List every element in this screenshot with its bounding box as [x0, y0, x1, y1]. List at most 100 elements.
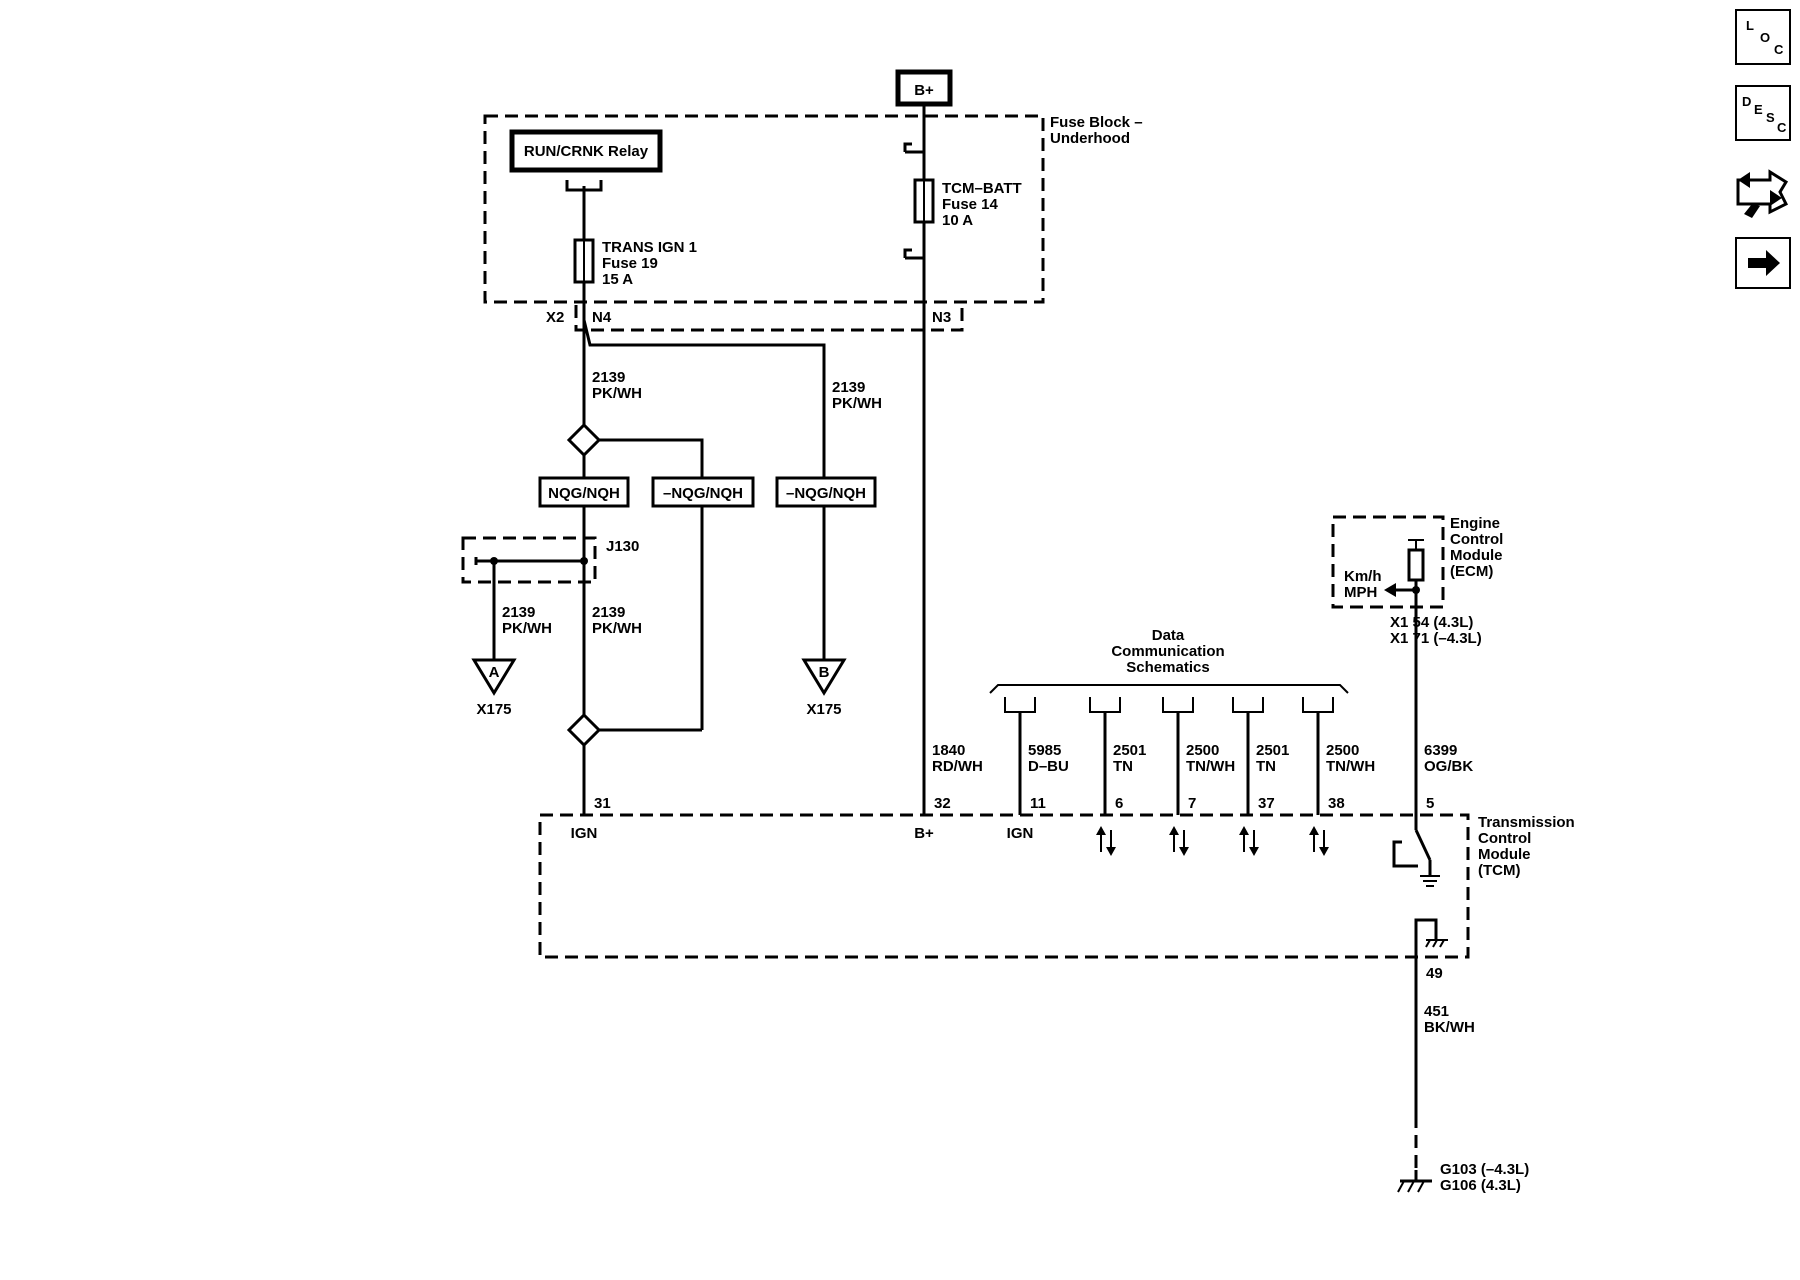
- data-comm-bracket: [989, 684, 1349, 694]
- wire-2500a-color: TN/WH: [1186, 758, 1235, 775]
- connector-b-x175: B X175: [801, 658, 847, 718]
- wire-5985-num: 5985: [1028, 742, 1061, 759]
- tcm-bplus-label: B+: [914, 825, 934, 842]
- loc-icon: L O C: [1746, 18, 1784, 57]
- tcm-title-3: Module: [1478, 846, 1531, 863]
- bplus-source: B+: [895, 69, 953, 107]
- wire-5985-color: D–BU: [1028, 758, 1069, 775]
- ign-tcm-wire-num: 2139: [592, 604, 625, 621]
- pin-49: 49: [1426, 965, 1443, 982]
- option-wire-upper: [599, 438, 704, 478]
- desc-letter-3: S: [1766, 110, 1775, 125]
- desc-letter-1: D: [1742, 94, 1751, 109]
- desc-icon: D E S C: [1742, 94, 1787, 135]
- option-nqg-2: –NQG/NQH: [651, 476, 755, 508]
- ecm-pin-2: X1 71 (–4.3L): [1390, 630, 1482, 647]
- bplus-tag: B+: [914, 82, 934, 99]
- trans-fuse-label-1: TRANS IGN 1: [602, 239, 697, 256]
- option-splice-upper: [566, 422, 602, 458]
- trans-fuse-label-3: 15 A: [602, 271, 633, 288]
- wire-2501b-color: TN: [1256, 758, 1276, 775]
- batt-wire-num: 1840: [932, 742, 965, 759]
- wire-2500b-num: 2500: [1326, 742, 1359, 759]
- run-crnk-relay: RUN/CRNK Relay: [509, 129, 663, 173]
- conn-b-letter: B: [819, 664, 830, 681]
- ign-main-wire-color: PK/WH: [592, 385, 642, 402]
- fuse-block-title-1: Fuse Block –: [1050, 114, 1143, 131]
- data-comm-title-3: Schematics: [1126, 659, 1209, 676]
- next-button[interactable]: [1735, 237, 1791, 289]
- pin-6: 6: [1115, 795, 1123, 812]
- wire-451-color: BK/WH: [1424, 1019, 1475, 1036]
- relay-terminal: [565, 180, 603, 193]
- tcm-switch-icon: [1392, 815, 1440, 887]
- tcm-title-4: (TCM): [1478, 862, 1520, 879]
- data-comm-title-1: Data: [1152, 627, 1185, 644]
- ecm-title-2: Control: [1450, 531, 1503, 548]
- ign-a-wire-num: 2139: [502, 604, 535, 621]
- tcm-fuse-label-1: TCM–BATT: [942, 180, 1022, 197]
- loc-letter-1: L: [1746, 18, 1754, 33]
- ign-tcm-wire-color: PK/WH: [592, 620, 642, 637]
- ecm-arrow-icon: [1384, 583, 1396, 597]
- wire-2500a-num: 2500: [1186, 742, 1219, 759]
- tcm-fuse-label-2: Fuse 14: [942, 196, 999, 213]
- wire-2501a-num: 2501: [1113, 742, 1146, 759]
- connector-icon: [1736, 169, 1789, 218]
- trans-fuse-label-2: Fuse 19: [602, 255, 658, 272]
- ground-g106: G106 (4.3L): [1440, 1177, 1521, 1194]
- serial-data-arrows: [1096, 826, 1329, 856]
- wire-2501b-num: 2501: [1256, 742, 1289, 759]
- desc-button[interactable]: D E S C: [1735, 85, 1791, 141]
- option-nqg-3: –NQG/NQH: [775, 476, 877, 508]
- option-nqg-2-label: –NQG/NQH: [663, 485, 743, 502]
- loc-letter-2: O: [1760, 30, 1770, 45]
- ign-main-wire-num: 2139: [592, 369, 625, 386]
- conn-a-id: X175: [476, 701, 511, 718]
- data-arrows-icon-6: [1096, 826, 1116, 856]
- wire-451-num: 451: [1424, 1003, 1449, 1020]
- fuse-clip-bottom: [903, 248, 924, 260]
- ecm-resistor: [1407, 548, 1425, 582]
- fuse-clip-top: [903, 142, 924, 154]
- data-arrows-icon-37: [1239, 826, 1259, 856]
- option-nqg-1: NQG/NQH: [538, 476, 630, 508]
- conn-n4: N4: [592, 309, 612, 326]
- loc-letter-3: C: [1774, 42, 1784, 57]
- ecm-title-3: Module: [1450, 547, 1503, 564]
- ign-branch-wire-color: PK/WH: [832, 395, 882, 412]
- ground-g103: G103 (–4.3L): [1440, 1161, 1529, 1178]
- tcm-chassis-ground-icon: [1414, 918, 1448, 957]
- conn-x2: X2: [546, 309, 564, 326]
- fuse-block-title-2: Underhood: [1050, 130, 1130, 147]
- data-comm-connectors: [1004, 697, 1334, 713]
- ign-branch-wire: [582, 305, 826, 478]
- data-arrows-icon-38: [1309, 826, 1329, 856]
- conn-a-letter: A: [489, 664, 500, 681]
- tcm-title-2: Control: [1478, 830, 1531, 847]
- conn-b-id: X175: [806, 701, 841, 718]
- option-nqg-1-label: NQG/NQH: [548, 485, 620, 502]
- pin-7: 7: [1188, 795, 1196, 812]
- tcm-ign-label: IGN: [571, 825, 598, 842]
- wire-2501a-color: TN: [1113, 758, 1133, 775]
- pin-31: 31: [594, 795, 611, 812]
- j130-splice-pack: [461, 536, 597, 584]
- ecm-title-1: Engine: [1450, 515, 1500, 532]
- conn-n3: N3: [932, 309, 951, 326]
- batt-wire-color: RD/WH: [932, 758, 983, 775]
- pin-5: 5: [1426, 795, 1434, 812]
- option-nqg-3-label: –NQG/NQH: [786, 485, 866, 502]
- tcm-outline: [538, 813, 1470, 959]
- connector-view-button[interactable]: [1736, 169, 1789, 218]
- relay-label: RUN/CRNK Relay: [524, 143, 649, 160]
- ecm-title-4: (ECM): [1450, 563, 1493, 580]
- option-splice-lower: [566, 712, 602, 748]
- desc-letter-4: C: [1777, 120, 1787, 135]
- ign-a-wire-color: PK/WH: [502, 620, 552, 637]
- tcm-title-1: Transmission: [1478, 814, 1575, 831]
- ecm-pin-1: X1 54 (4.3L): [1390, 614, 1473, 631]
- loc-button[interactable]: L O C: [1735, 9, 1791, 65]
- wire-6399-color: OG/BK: [1424, 758, 1473, 775]
